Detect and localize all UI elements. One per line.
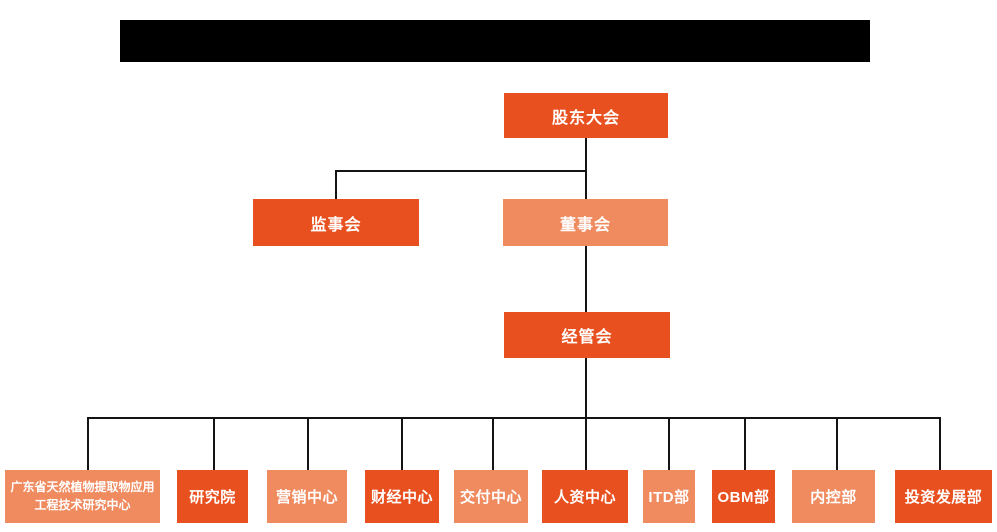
- connector-line: [213, 417, 215, 470]
- org-node-research-center: 广东省天然植物提取物应用工程技术研究中心: [5, 470, 160, 523]
- connector-line: [87, 417, 89, 470]
- redacted-title-bar: [120, 20, 870, 62]
- connector-line: [585, 138, 587, 199]
- connector-line: [335, 170, 587, 172]
- connector-line: [87, 417, 941, 419]
- org-node-supervisory-board: 监事会: [253, 199, 419, 246]
- org-node-finance-center: 财经中心: [365, 470, 439, 523]
- connector-line: [939, 417, 941, 470]
- connector-line: [668, 417, 670, 470]
- connector-line: [307, 417, 309, 470]
- org-node-internal-control: 内控部: [792, 470, 875, 523]
- connector-line: [744, 417, 746, 470]
- org-node-hr-center: 人资中心: [542, 470, 628, 523]
- connector-line: [585, 246, 587, 312]
- org-node-itd-department: ITD部: [643, 470, 695, 523]
- org-node-delivery-center: 交付中心: [454, 470, 528, 523]
- org-node-board-of-directors: 董事会: [503, 199, 668, 246]
- org-node-shareholders-meeting: 股东大会: [504, 93, 668, 138]
- connector-line: [836, 417, 838, 470]
- org-node-management-committee: 经管会: [504, 312, 670, 358]
- connector-line: [401, 417, 403, 470]
- connector-line: [492, 417, 494, 470]
- connector-line: [585, 417, 587, 470]
- org-node-obm-department: OBM部: [712, 470, 775, 523]
- org-node-investment-development: 投资发展部: [895, 470, 992, 523]
- connector-line: [335, 170, 337, 199]
- org-node-research-institute: 研究院: [177, 470, 248, 523]
- org-node-marketing-center: 营销中心: [267, 470, 347, 523]
- connector-line: [585, 358, 587, 417]
